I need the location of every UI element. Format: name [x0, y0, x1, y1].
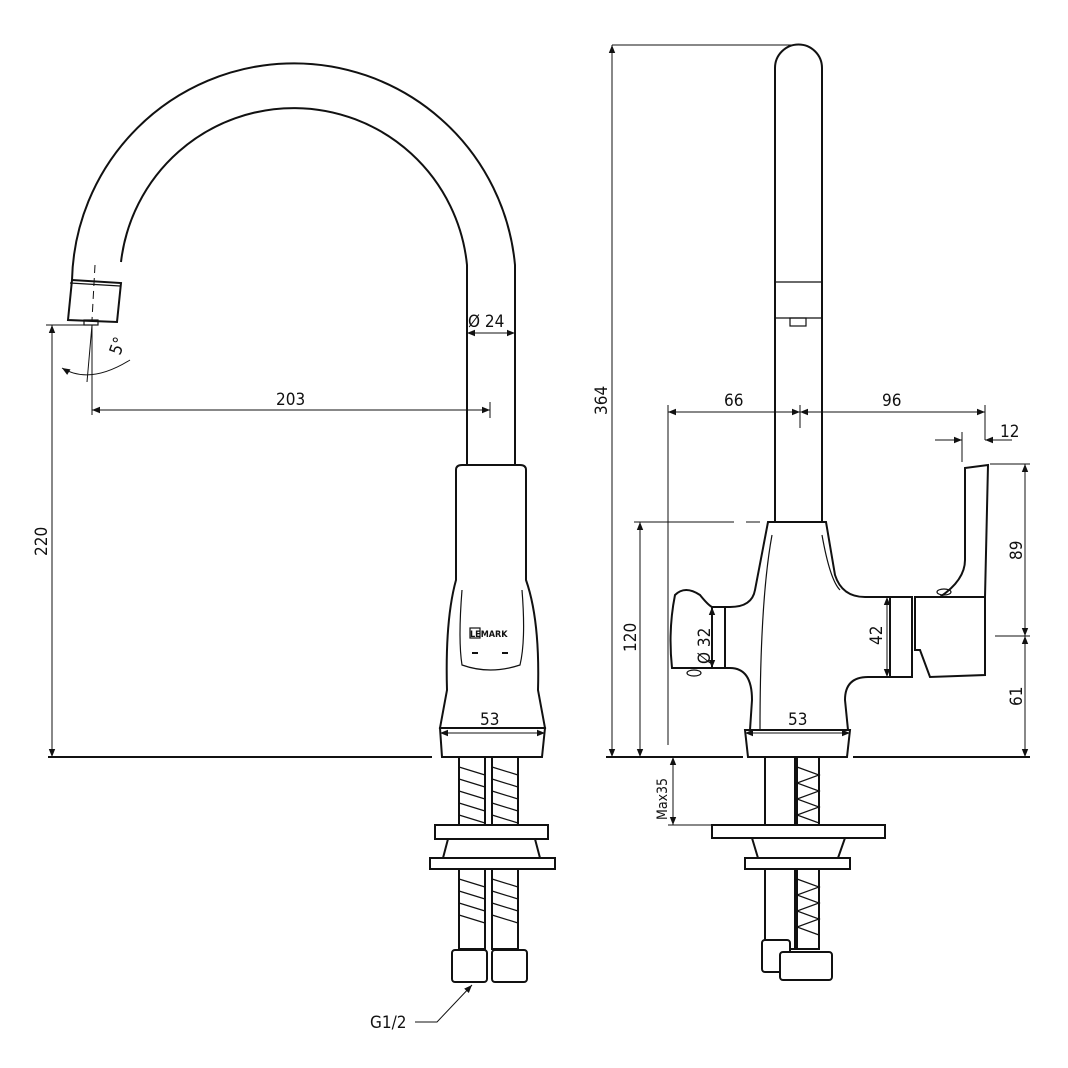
dim-base-width-side: 53: [480, 710, 499, 730]
side-view: LEMARK 220 203: [32, 62, 556, 1033]
supply-hoses: [429, 756, 556, 983]
dimension-364: 364: [592, 45, 616, 757]
dim-max-countertop: Max35: [655, 778, 671, 820]
dim-left-offset: 66: [724, 391, 743, 411]
dim-angle: 5°: [106, 335, 131, 358]
dim-spout-diameter: Ø 24: [468, 312, 504, 332]
dimension-53-side: 53: [440, 710, 545, 737]
logo-text: LEMARK: [470, 630, 508, 640]
dim-handle-base-height: 61: [1007, 687, 1027, 706]
dimension-203: 203: [91, 325, 491, 418]
dim-handle-height: 89: [1007, 541, 1027, 560]
dimension-220: 220: [32, 324, 88, 757]
dim-knob-diameter: Ø 32: [695, 628, 715, 664]
dimension-knob-diameter: Ø 32: [695, 607, 716, 668]
dimension-89-61: 89 61: [990, 463, 1030, 757]
dim-right-offset: 96: [882, 391, 901, 411]
dim-base-width-front: 53: [788, 710, 807, 730]
dimension-angle: 5°: [61, 324, 131, 383]
dim-thread: G1/2: [370, 1013, 406, 1033]
brand-logo: LEMARK: [469, 627, 508, 640]
spout-front: [612, 43, 823, 522]
dim-reach: 203: [276, 390, 305, 410]
dimension-66-96: 66 96: [667, 391, 986, 745]
dim-spout-height: 220: [32, 527, 52, 556]
dimension-120: 120: [621, 521, 760, 757]
dimension-12: 12: [935, 422, 1019, 462]
dim-body-height: 120: [621, 623, 641, 652]
dimension-42: 42: [867, 597, 891, 677]
dim-cartridge-height: 42: [867, 626, 887, 645]
dim-handle-overhang: 12: [1000, 422, 1019, 442]
dim-total-height: 364: [592, 386, 612, 415]
lever-handle: [889, 463, 990, 679]
dimension-53-front: 53: [745, 710, 850, 737]
body-front: [724, 521, 891, 758]
dimension-spout-diameter: Ø 24: [467, 312, 515, 337]
dimension-max35: Max35: [655, 757, 712, 826]
mounting-front: [711, 756, 886, 981]
thread-callout: G1/2: [370, 984, 473, 1033]
spout: [66, 62, 516, 465]
front-view: 364 66 96 12 89 61 120: [592, 43, 1030, 981]
